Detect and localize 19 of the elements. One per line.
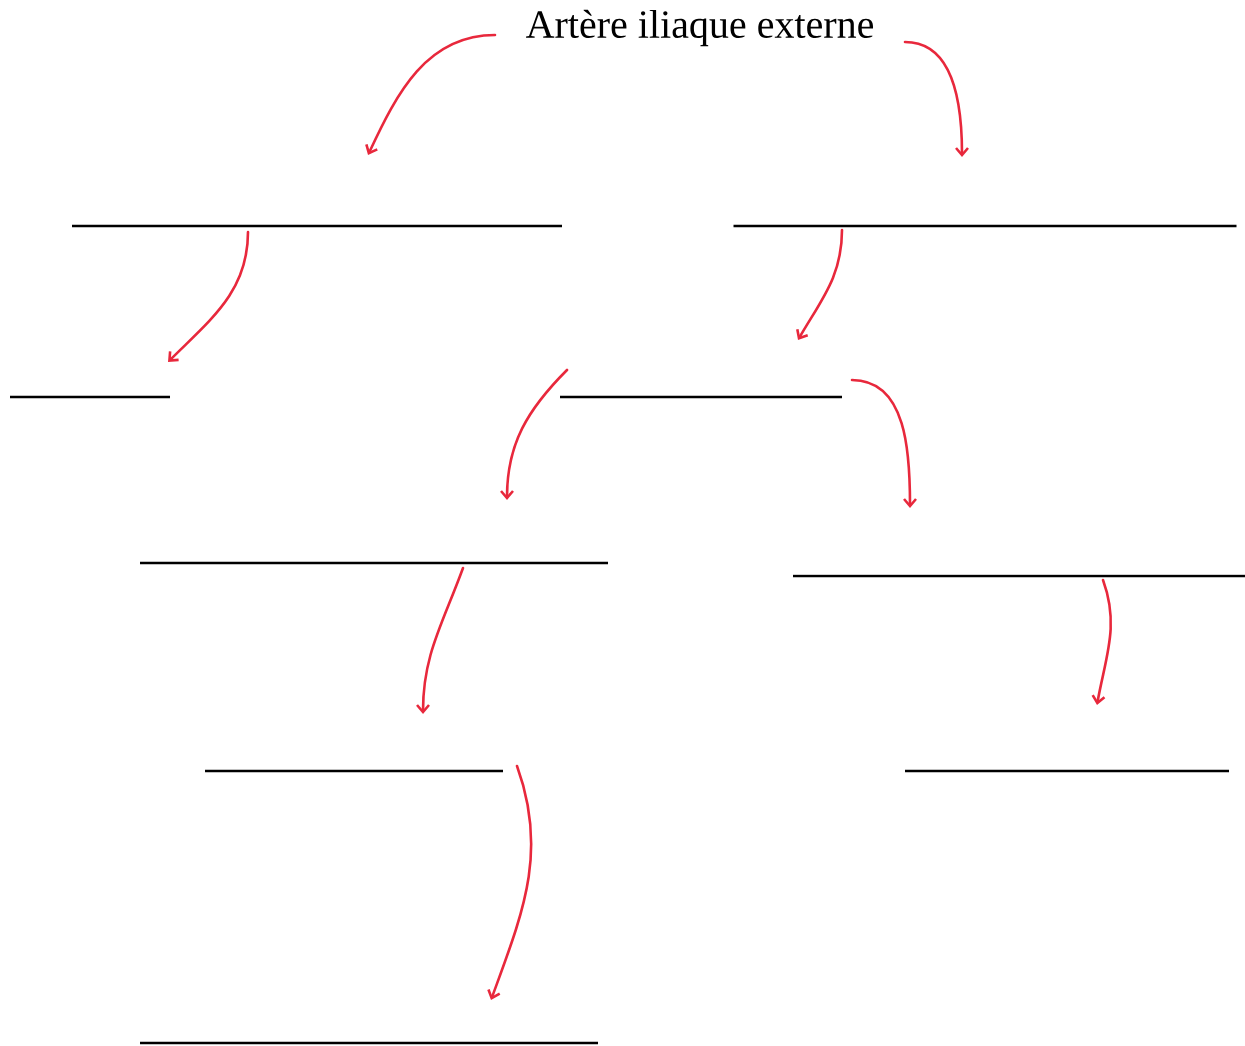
fill-in-line <box>205 769 503 773</box>
fill-in-line <box>905 769 1229 773</box>
fill-in-line <box>140 1041 598 1045</box>
fill-in-line <box>140 561 608 565</box>
arrow <box>416 566 465 714</box>
title-text: Artère iliaque externe <box>526 9 873 47</box>
arrow <box>1091 578 1113 705</box>
arrow <box>850 378 917 508</box>
fill-in-line <box>733 224 1237 228</box>
arrow <box>365 33 497 155</box>
arrow <box>903 40 969 157</box>
arrow <box>796 228 844 340</box>
fill-in-line <box>72 224 562 228</box>
arrow <box>500 368 569 500</box>
arrow <box>487 764 533 1000</box>
fill-in-line <box>560 395 842 399</box>
arrow <box>168 230 250 362</box>
fill-in-line <box>10 395 170 399</box>
fill-in-line <box>793 574 1245 578</box>
